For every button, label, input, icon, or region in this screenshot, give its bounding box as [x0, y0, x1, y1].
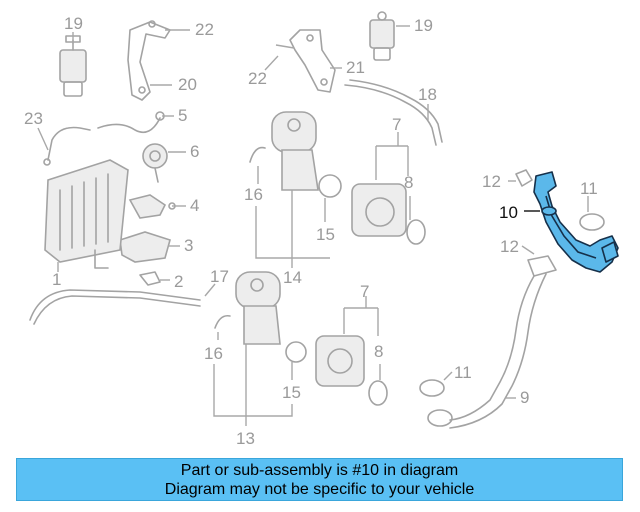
egr-pipe-10: [533, 171, 619, 273]
callout-8b: 8: [374, 342, 383, 361]
vacuum-unit-6: [142, 143, 168, 183]
callout-13: 13: [236, 429, 255, 448]
vacuum-hose-18: [344, 79, 443, 146]
egr-valve-14: [271, 111, 319, 191]
callout-9: 9: [520, 388, 529, 407]
throttle-body-7-upper: [351, 183, 407, 237]
gasket-11-lower: [419, 379, 445, 397]
callout-12a: 12: [482, 172, 501, 191]
solenoid-valve-19-left: [59, 35, 87, 97]
callout-15a: 15: [316, 225, 335, 244]
callout-4: 4: [190, 196, 199, 215]
gasket-8-lower: [368, 380, 388, 406]
callout-11a: 11: [580, 179, 598, 198]
callout-16b: 16: [204, 344, 223, 363]
callout-22b: 22: [248, 69, 267, 88]
gasket-15-lower: [285, 341, 307, 363]
clamp-16-lower: [214, 314, 231, 329]
info-banner: Part or sub-assembly is #10 in diagram D…: [16, 458, 623, 501]
callout-6: 6: [190, 142, 199, 161]
callout-3: 3: [184, 236, 193, 255]
hose-clip-5: [97, 111, 165, 134]
callout-2: 2: [174, 272, 183, 291]
valve-4: [128, 194, 176, 219]
solenoid-valve-19-right: [369, 11, 395, 61]
callout-18: 18: [418, 85, 437, 104]
callout-8a: 8: [404, 173, 413, 192]
gasket-12-lower: [527, 255, 557, 277]
charcoal-canister-1: [44, 159, 129, 269]
callout-23: 23: [24, 109, 43, 128]
throttle-body-7-lower: [315, 335, 365, 387]
banner-line-1: Part or sub-assembly is #10 in diagram: [180, 461, 459, 479]
clamp-16-upper: [249, 146, 266, 163]
bracket-20: [127, 20, 171, 101]
callout-5: 5: [178, 106, 187, 125]
egr-pipe-9: [427, 273, 547, 429]
egr-valve-13: [235, 271, 281, 345]
callout-11b: 11: [454, 363, 472, 382]
gasket-8-upper: [406, 219, 426, 245]
callout-22a: 22: [195, 20, 214, 39]
bracket-21: [289, 29, 336, 93]
callout-20: 20: [178, 75, 197, 94]
callout-7a: 7: [392, 115, 401, 134]
callout-19a: 19: [64, 14, 83, 33]
parts-diagram: 19 22 20 22 21 19 18 23 5: [24, 11, 619, 448]
vacuum-line-17: [29, 289, 201, 325]
callout-1: 1: [52, 270, 61, 289]
callout-7b: 7: [360, 282, 369, 301]
callout-21: 21: [346, 58, 365, 77]
bracket-3: [119, 231, 171, 263]
banner-line-2: Diagram may not be specific to your vehi…: [164, 480, 475, 498]
gasket-15-upper: [318, 174, 342, 198]
callout-12b: 12: [500, 237, 519, 256]
connector-2: [139, 271, 161, 286]
gasket-12-upper: [515, 169, 533, 187]
callout-14: 14: [283, 268, 302, 287]
callout-15b: 15: [282, 383, 301, 402]
gasket-11-upper: [579, 213, 605, 231]
callout-10: 10: [499, 203, 518, 222]
callout-16a: 16: [244, 185, 263, 204]
sensor-hose-23: [43, 126, 91, 166]
callout-17: 17: [210, 267, 229, 286]
callout-19b: 19: [414, 16, 433, 35]
